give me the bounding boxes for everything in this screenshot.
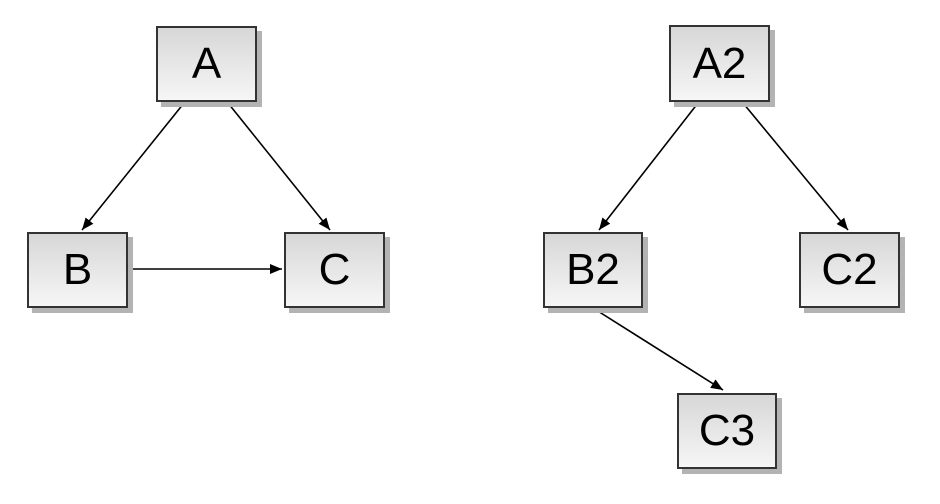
- node-B[interactable]: B: [27, 232, 128, 308]
- node-C[interactable]: C: [284, 232, 385, 308]
- edge-A2-C2: [742, 102, 849, 231]
- edge-A-B: [81, 102, 185, 231]
- node-C2[interactable]: C2: [799, 232, 900, 308]
- edge-B2-C3: [592, 307, 724, 391]
- node-A[interactable]: A: [156, 26, 257, 102]
- node-label: C: [318, 245, 351, 294]
- node-label: A2: [692, 38, 747, 88]
- node-label: C3: [698, 406, 756, 455]
- edge-A-C: [227, 102, 331, 231]
- node-label: B: [62, 245, 93, 294]
- node-label: B2: [566, 245, 620, 294]
- node-C3[interactable]: C3: [677, 393, 777, 469]
- edge-A2-B2: [598, 102, 699, 231]
- node-label: A: [191, 39, 222, 88]
- node-A2[interactable]: A2: [669, 25, 770, 102]
- node-label: C2: [821, 245, 878, 294]
- node-B2[interactable]: B2: [543, 232, 643, 308]
